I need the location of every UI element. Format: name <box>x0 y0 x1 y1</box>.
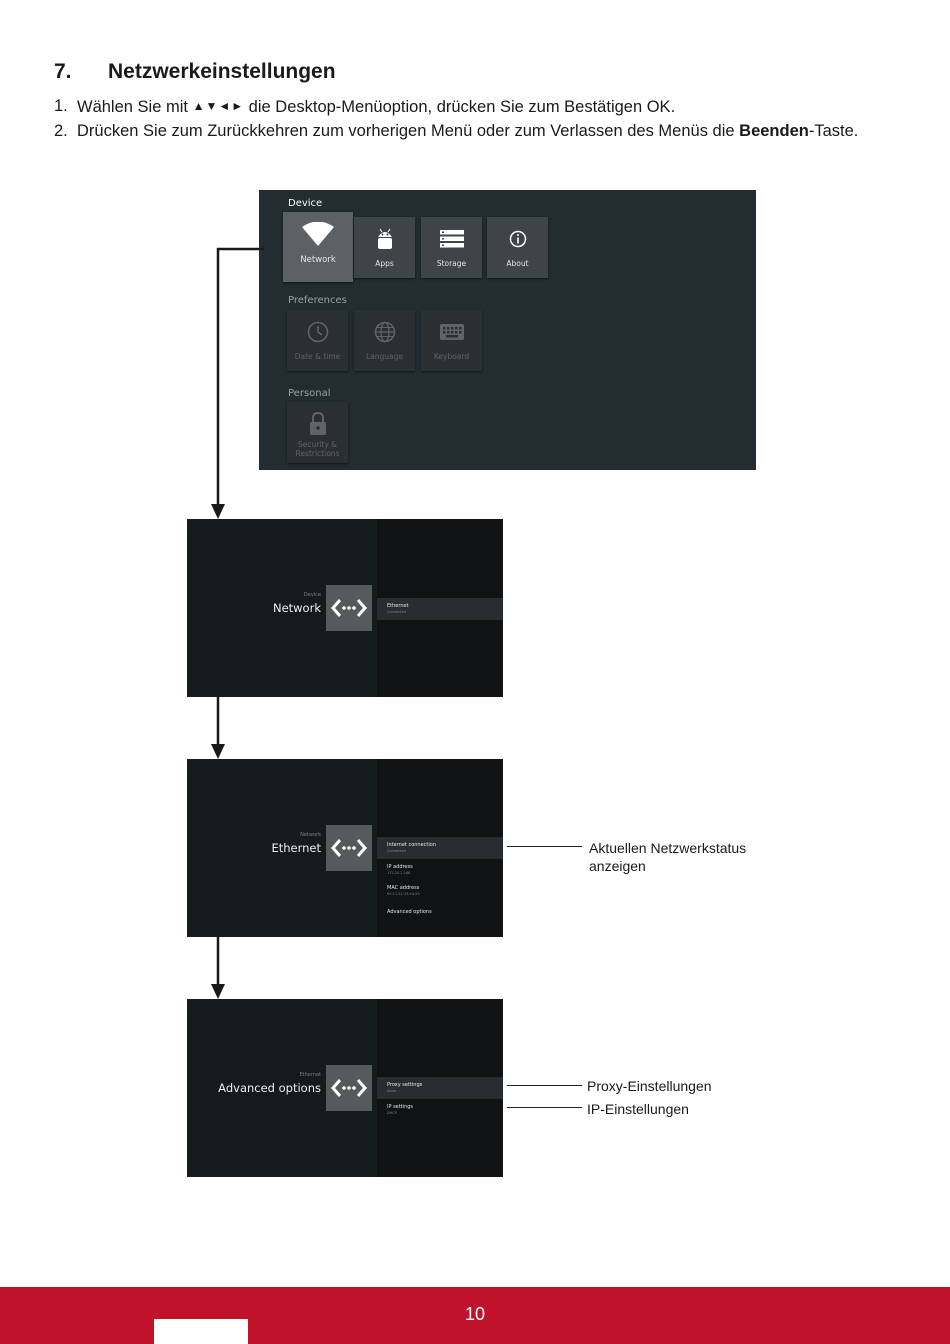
step-text: Wählen Sie mit <box>77 98 188 116</box>
preferences-heading: Preferences <box>288 295 347 306</box>
page-title: Ethernet <box>271 841 321 855</box>
step-1: 1. Wählen Sie mit ▲▼◄► die Desktop-Menüo… <box>54 96 884 117</box>
ethernet-icon <box>326 825 372 871</box>
personal-heading: Personal <box>288 388 331 399</box>
step-number: 2. <box>54 122 68 140</box>
device-heading: Device <box>288 198 323 209</box>
footer-logo-box <box>154 1319 248 1344</box>
annotation-network-status: Aktuellen Netzwerkstatus anzeigen <box>589 840 747 874</box>
breadcrumb: Device <box>303 592 321 598</box>
ethernet-icon <box>326 585 372 631</box>
ethernet-screen: Network Ethernet Internet connection Con… <box>187 759 503 937</box>
menu-item-ip-address[interactable]: IP address 172.20.2.168 <box>387 864 413 875</box>
page-title: Advanced options <box>218 1081 321 1095</box>
keyboard-icon <box>421 319 482 345</box>
tile-label: Date & time <box>294 352 341 361</box>
ethernet-icon <box>326 1065 372 1111</box>
tile-label: Storage <box>436 259 467 268</box>
section-number: 7. <box>54 60 72 83</box>
breadcrumb: Ethernet <box>299 1072 321 1078</box>
step-2: 2. Drücken Sie zum Zurückkehren zum vorh… <box>54 121 884 141</box>
wifi-icon <box>283 221 353 247</box>
menu-item-mac-address[interactable]: MAC address 00:11:22:33:44:55 <box>387 885 420 896</box>
lock-icon <box>287 411 348 437</box>
menu-item-ip-settings[interactable]: IP settings DHCP <box>387 1104 414 1115</box>
tile-storage[interactable]: Storage <box>421 217 482 278</box>
annotation-proxy: Proxy-Einstellungen <box>587 1078 712 1094</box>
step-bold-key: Beenden <box>739 122 809 140</box>
tile-label: About <box>506 259 529 268</box>
annotation-line <box>507 1085 582 1086</box>
tile-label: Network <box>300 255 336 265</box>
annotation-line <box>507 1107 582 1108</box>
menu-item-internet-connection[interactable]: Internet connection Connected <box>377 837 503 859</box>
menu-item-ethernet[interactable]: Ethernet Connected <box>377 598 503 620</box>
step-text: Drücken Sie zum Zurückkehren zum vorheri… <box>77 122 735 140</box>
menu-item-advanced-options[interactable]: Advanced options <box>387 909 432 915</box>
steps-list: 1. Wählen Sie mit ▲▼◄► die Desktop-Menüo… <box>54 96 884 145</box>
tile-about[interactable]: About <box>487 217 548 278</box>
settings-screen: Device Network Apps Storage About Prefer… <box>259 190 756 470</box>
step-number: 1. <box>54 97 68 115</box>
tile-label: Apps <box>375 259 394 268</box>
globe-icon <box>354 319 415 345</box>
tile-label: Language <box>365 352 403 361</box>
clock-icon <box>287 319 348 345</box>
network-screen: Device Network Ethernet Connected <box>187 519 503 697</box>
arrow-keys-icon: ▲▼◄► <box>192 99 245 113</box>
tile-label: Security & Restrictions <box>295 440 340 458</box>
section-title: Netzwerkeinstellungen <box>108 60 336 83</box>
tile-date-time[interactable]: Date & time <box>287 310 348 371</box>
page-number: 10 <box>464 1304 486 1324</box>
tile-apps[interactable]: Apps <box>354 217 415 278</box>
step-text: -Taste. <box>808 122 859 140</box>
storage-icon <box>421 226 482 252</box>
annotation-ip: IP-Einstellungen <box>587 1101 689 1117</box>
annotation-line <box>507 846 582 847</box>
breadcrumb: Network <box>300 832 321 838</box>
advanced-options-screen: Ethernet Advanced options Proxy settings… <box>187 999 503 1177</box>
tile-language[interactable]: Language <box>354 310 415 371</box>
info-icon <box>487 226 548 252</box>
android-icon <box>354 226 415 252</box>
page-title: Network <box>272 601 321 615</box>
step-text: die Desktop-Menüoption, drücken Sie zum … <box>248 98 676 116</box>
tile-keyboard[interactable]: Keyboard <box>421 310 482 371</box>
tile-label: Keyboard <box>433 352 470 361</box>
tile-network[interactable]: Network <box>283 212 353 282</box>
menu-item-proxy-settings[interactable]: Proxy settings None <box>377 1077 503 1099</box>
tile-security[interactable]: Security & Restrictions <box>287 402 348 463</box>
